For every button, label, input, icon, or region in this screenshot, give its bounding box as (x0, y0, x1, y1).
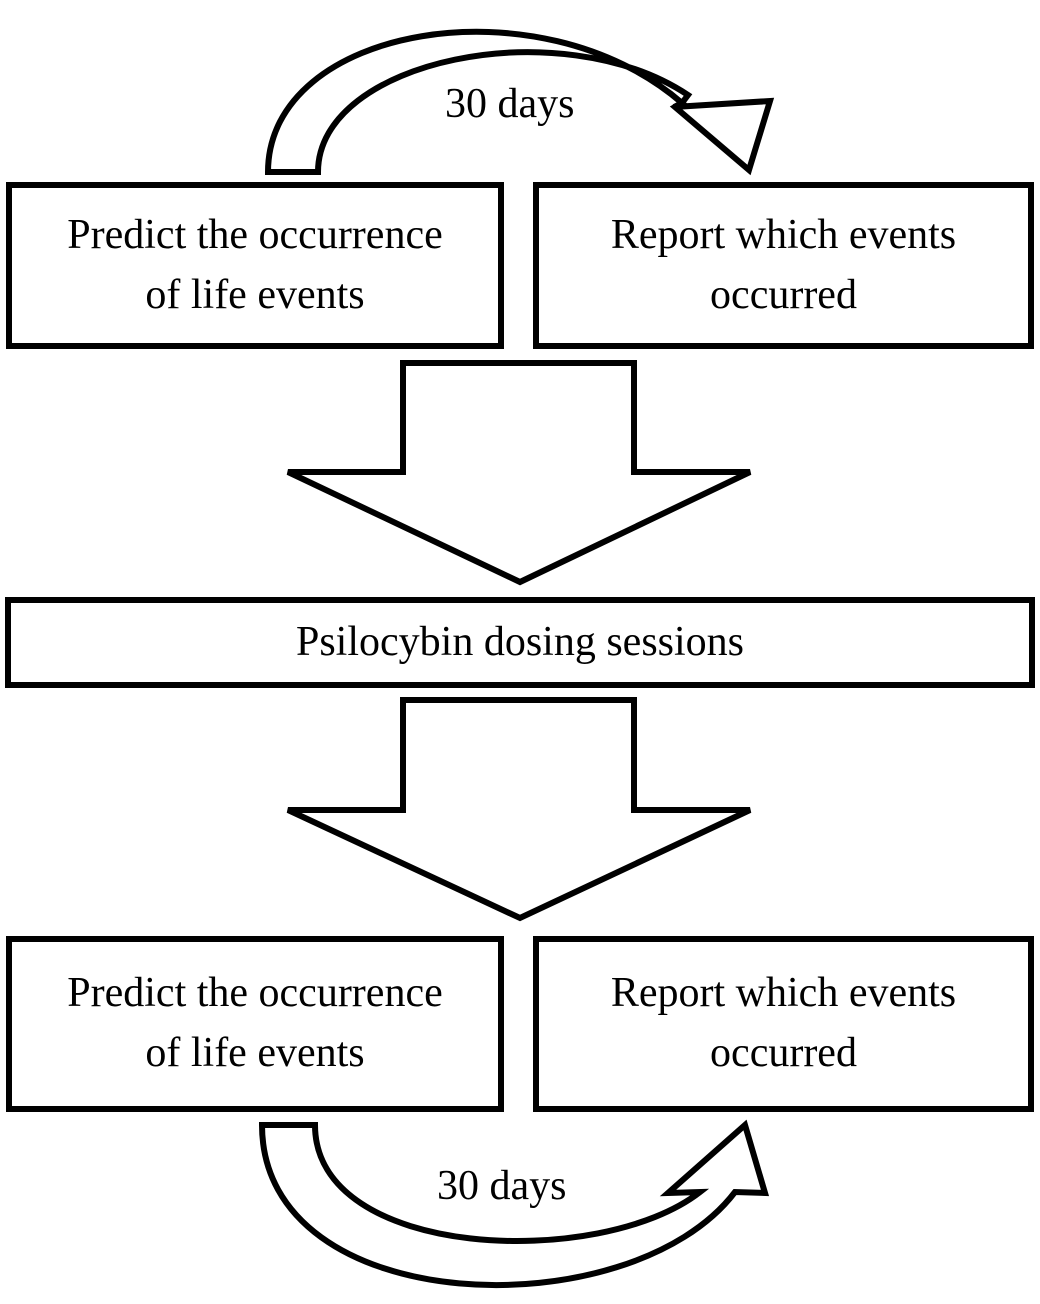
dosing-sessions-box: Psilocybin dosing sessions (5, 597, 1035, 688)
top-report-box: Report which events occurred (533, 182, 1034, 349)
bottom-predict-box: Predict the occurrence of life events (6, 936, 504, 1112)
top-interval-label: 30 days (445, 81, 575, 127)
top-predict-line2: of life events (145, 271, 365, 318)
top-down-block-arrow (286, 360, 752, 586)
bottom-report-line2: occurred (710, 1030, 857, 1076)
top-predict-box: Predict the occurrence of life events (6, 182, 504, 349)
bottom-report-box: Report which events occurred (533, 936, 1034, 1112)
top-report-line1: Report which events (610, 211, 957, 258)
bottom-down-block-arrow (286, 697, 752, 922)
bottom-predict-line2: of life events (145, 1030, 365, 1076)
top-report-line2: occurred (710, 271, 857, 318)
bottom-predict-line1: Predict the occurrence (67, 970, 443, 1017)
bottom-report-line1: Report which events (610, 970, 957, 1017)
bottom-curved-arrow (258, 1119, 770, 1288)
bottom-interval-label: 30 days (437, 1163, 567, 1209)
top-predict-line1: Predict the occurrence (67, 211, 443, 258)
top-curved-arrow (264, 28, 775, 176)
